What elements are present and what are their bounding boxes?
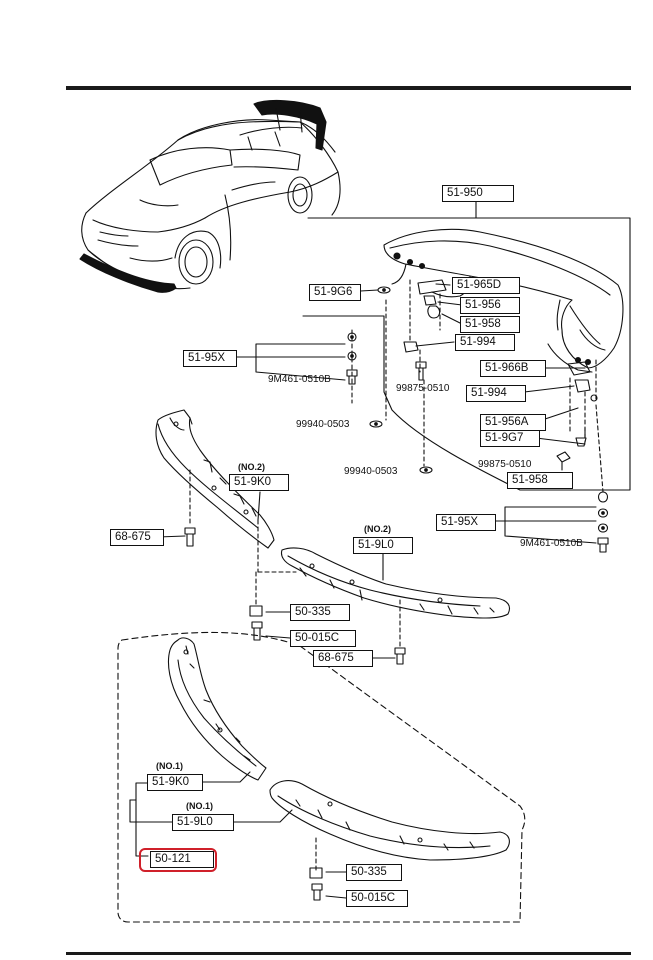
label-50-335-b: 50-335 bbox=[346, 864, 402, 881]
label-99940-0503-b: 99940-0503 bbox=[344, 466, 398, 477]
wing-bracket-outline bbox=[302, 217, 631, 491]
car-rear-wing-highlight bbox=[253, 100, 327, 151]
label-51-994-mid: 51-994 bbox=[466, 385, 526, 402]
car-illustration bbox=[81, 119, 341, 291]
lip-no2-l0 bbox=[280, 547, 511, 619]
label-99940-0503-a: 99940-0503 bbox=[296, 419, 350, 430]
label-50-121: 50-121 bbox=[150, 851, 214, 868]
label-9M461-0510B-top: 9M461-0510B bbox=[268, 374, 331, 385]
label-50-015C-a: 50-015C bbox=[290, 630, 356, 647]
label-51-9K0-no1: 51-9K0 bbox=[147, 774, 203, 791]
label-51-9G7: 51-9G7 bbox=[480, 430, 540, 447]
tag-no1-b: (NO.1) bbox=[186, 801, 213, 811]
lip-no1-l0 bbox=[269, 780, 510, 861]
label-68-675-b: 68-675 bbox=[313, 650, 373, 667]
tag-no1-a: (NO.1) bbox=[156, 761, 183, 771]
label-51-95X-top: 51-95X bbox=[183, 350, 237, 367]
label-51-95X-bot: 51-95X bbox=[436, 514, 496, 531]
label-51-950: 51-950 bbox=[442, 185, 514, 202]
label-51-958-bot: 51-958 bbox=[507, 472, 573, 489]
bottom-rule bbox=[66, 952, 631, 955]
label-51-9L0-no2: 51-9L0 bbox=[353, 537, 413, 554]
highlight-50-121 bbox=[139, 848, 217, 872]
tag-no2-a: (NO.2) bbox=[238, 462, 265, 472]
label-99875-0510-mid: 99875-0510 bbox=[478, 459, 532, 470]
top-rule bbox=[66, 86, 631, 90]
label-51-956-top: 51-956 bbox=[460, 297, 520, 314]
label-51-966B: 51-966B bbox=[480, 360, 546, 377]
car-front-spoiler-highlight bbox=[79, 253, 177, 293]
tag-no2-b: (NO.2) bbox=[364, 524, 391, 534]
label-51-9G6: 51-9G6 bbox=[309, 284, 361, 301]
label-51-9K0-no2: 51-9K0 bbox=[229, 474, 289, 491]
label-9M461-0510B-bot: 9M461-0510B bbox=[520, 538, 583, 549]
no1-group-outline bbox=[117, 631, 526, 923]
label-68-675-a: 68-675 bbox=[110, 529, 164, 546]
label-51-994-top: 51-994 bbox=[455, 334, 515, 351]
label-50-015C-b: 50-015C bbox=[346, 890, 408, 907]
label-51-956A: 51-956A bbox=[480, 414, 546, 431]
label-51-965D: 51-965D bbox=[452, 277, 520, 294]
label-50-335-a: 50-335 bbox=[290, 604, 350, 621]
label-99875-0510-top: 99875-0510 bbox=[396, 383, 450, 394]
lip-no1-k0 bbox=[167, 637, 267, 781]
label-51-9L0-no1: 51-9L0 bbox=[172, 814, 234, 831]
label-51-958-top: 51-958 bbox=[460, 316, 520, 333]
